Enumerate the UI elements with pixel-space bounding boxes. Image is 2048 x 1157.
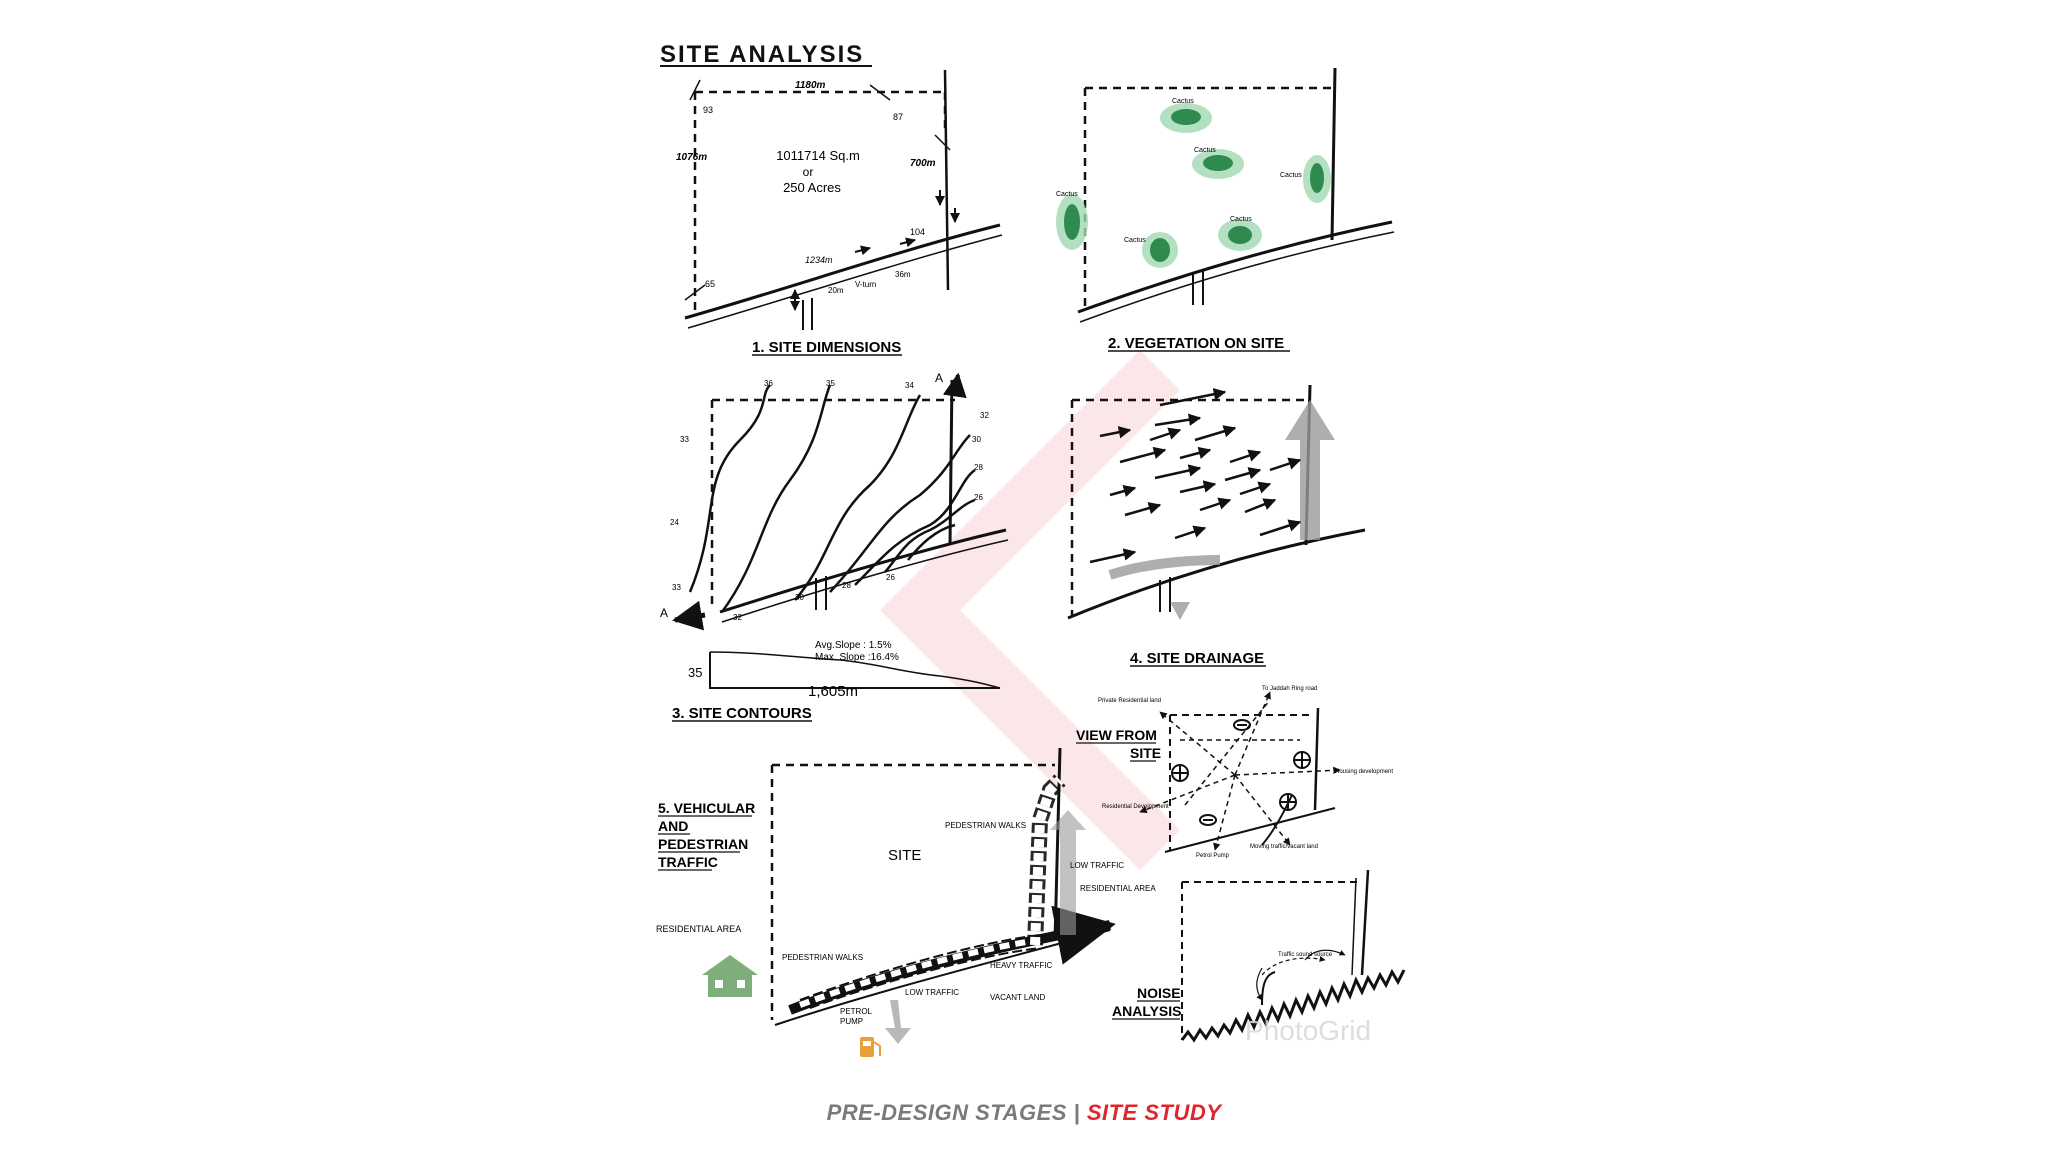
cactus-label: Cactus	[1172, 98, 1194, 105]
plus-marker-icon	[1171, 751, 1311, 811]
view-label: Housing development	[1335, 769, 1393, 775]
dim-label: 65	[705, 279, 715, 289]
traffic-label: LOW TRAFFIC	[905, 988, 959, 997]
cactus-label: Cactus	[1230, 216, 1252, 223]
view-label: Residential Development	[1102, 804, 1169, 810]
contour-level: 32	[980, 411, 989, 420]
panel-site-dimensions: 1011714 Sq.m or 250 Acres 1180m 1076m 70…	[676, 69, 1003, 356]
contour-level: 34	[905, 381, 914, 390]
footer-part1: PRE-DESIGN STAGES	[826, 1100, 1067, 1125]
cactus-label: Cactus	[1194, 147, 1216, 154]
drainage-outflow-arrow	[1170, 568, 1190, 620]
contour-level: 36	[764, 379, 773, 388]
dim-label: V-turn	[855, 280, 876, 289]
traffic-label: LOW TRAFFIC	[1070, 861, 1124, 870]
cactus-icon	[1303, 155, 1331, 203]
panel-vegetation: Cactus Cactus Cactus Cactus Cactus Cactu…	[1056, 67, 1395, 352]
noise-label: Traffic sound source	[1278, 952, 1333, 958]
view-label: Petrol Pump	[1196, 853, 1230, 859]
cactus-icon	[1142, 232, 1178, 268]
section-mark: A	[935, 371, 943, 385]
section-mark: A	[660, 606, 668, 620]
cactus-label: Cactus	[1280, 172, 1302, 179]
panel-view-from-site: VIEW FROM SITE To Jaddah Ring road Priva…	[1076, 686, 1393, 859]
drainage-outflow-arrow	[1285, 400, 1335, 540]
contour-level: 28	[842, 581, 851, 590]
cactus-icon	[1192, 149, 1244, 179]
noise-caption: ANALYSIS	[1112, 1003, 1182, 1019]
view-label: To Jaddah Ring road	[1262, 686, 1317, 692]
site-area-line1: 1011714 Sq.m	[776, 148, 860, 163]
dim-label: 104	[910, 227, 925, 237]
contour-level: 30	[795, 593, 804, 602]
noise-zigzag	[1180, 968, 1406, 1043]
traffic-label: HEAVY TRAFFIC	[990, 961, 1052, 970]
profile-level: 35	[688, 665, 702, 680]
house-icon	[702, 955, 758, 997]
view-caption: VIEW FROM	[1076, 727, 1157, 743]
traffic-label: PETROL	[840, 1007, 873, 1016]
profile-length: 1,605m	[808, 683, 858, 700]
dim-label: 1180m	[795, 80, 826, 91]
traffic-caption: 5. VEHICULAR	[658, 800, 755, 816]
petrol-pump-icon	[860, 1037, 881, 1057]
sheet-title: SITE ANALYSIS	[660, 41, 864, 68]
cactus-icon	[1160, 103, 1212, 133]
contour-level: 28	[974, 463, 983, 472]
footer-caption: PRE-DESIGN STAGES | SITE STUDY	[0, 1100, 2048, 1126]
footer-separator: |	[1066, 1100, 1087, 1125]
noise-caption: NOISE	[1137, 985, 1181, 1001]
contour-level: 24	[670, 518, 679, 527]
contour-level: 26	[886, 573, 895, 582]
traffic-caption: AND	[658, 818, 688, 834]
panel-caption: 2. VEGETATION ON SITE	[1108, 335, 1284, 352]
view-label: Moving traffic/vacant land	[1250, 844, 1318, 850]
contour-level: 26	[974, 493, 983, 502]
site-area-line2: or	[803, 165, 814, 179]
site-area-line3: 250 Acres	[783, 180, 841, 195]
view-label: Private Residential land	[1098, 698, 1161, 704]
panel-site-drainage: 4. SITE DRAINAGE	[1067, 384, 1366, 667]
traffic-label: PUMP	[840, 1017, 863, 1026]
panel-caption: 1. SITE DIMENSIONS	[752, 339, 901, 356]
traffic-caption: PEDESTRIAN	[658, 836, 748, 852]
traffic-label: RESIDENTIAL AREA	[656, 924, 741, 934]
traffic-caption: TRAFFIC	[658, 854, 718, 870]
minus-marker-icon	[1199, 719, 1251, 826]
cactus-label: Cactus	[1056, 191, 1078, 198]
view-caption: SITE	[1130, 745, 1161, 761]
dim-label: 36m	[895, 270, 911, 279]
background-watermark	[880, 350, 1180, 870]
cactus-icon	[1056, 194, 1088, 250]
panel-noise-analysis: Traffic sound source NOISE ANALYSIS Phot…	[1112, 869, 1406, 1046]
dim-label: 1076m	[676, 152, 707, 163]
traffic-label: PEDESTRIAN WALKS	[945, 821, 1026, 830]
traffic-label: RESIDENTIAL AREA	[1080, 884, 1156, 893]
contour-level: 30	[972, 435, 981, 444]
max-slope: Max. Slope :16.4%	[815, 652, 899, 663]
panel-caption: 4. SITE DRAINAGE	[1130, 650, 1264, 667]
traffic-label: PEDESTRIAN WALKS	[782, 953, 863, 962]
contour-level: 35	[826, 379, 835, 388]
contour-level: 32	[733, 613, 742, 622]
contour-level: 33	[672, 583, 681, 592]
traffic-label: VACANT LAND	[990, 993, 1045, 1002]
dim-label: 93	[703, 105, 713, 115]
photogrid-watermark: PhotoGrid	[1245, 1015, 1371, 1046]
dim-label: 20m	[828, 286, 844, 295]
dim-label: 700m	[910, 158, 936, 169]
contour-level: 33	[680, 435, 689, 444]
footer-part2: SITE STUDY	[1086, 1100, 1222, 1125]
panel-site-contours: A A 36 35 34 33 32 30 28 26 24 33 30 28 …	[660, 371, 1009, 722]
dim-label: 1234m	[805, 255, 833, 265]
panel-caption: 3. SITE CONTOURS	[672, 705, 812, 722]
panel-traffic: 5. VEHICULAR AND PEDESTRIAN TRAFFIC SITE…	[656, 747, 1156, 1057]
cactus-icon	[1218, 219, 1262, 251]
avg-slope: Avg.Slope : 1.5%	[815, 640, 892, 651]
cactus-label: Cactus	[1124, 237, 1146, 244]
dim-label: 87	[893, 112, 903, 122]
site-label: SITE	[888, 847, 921, 864]
